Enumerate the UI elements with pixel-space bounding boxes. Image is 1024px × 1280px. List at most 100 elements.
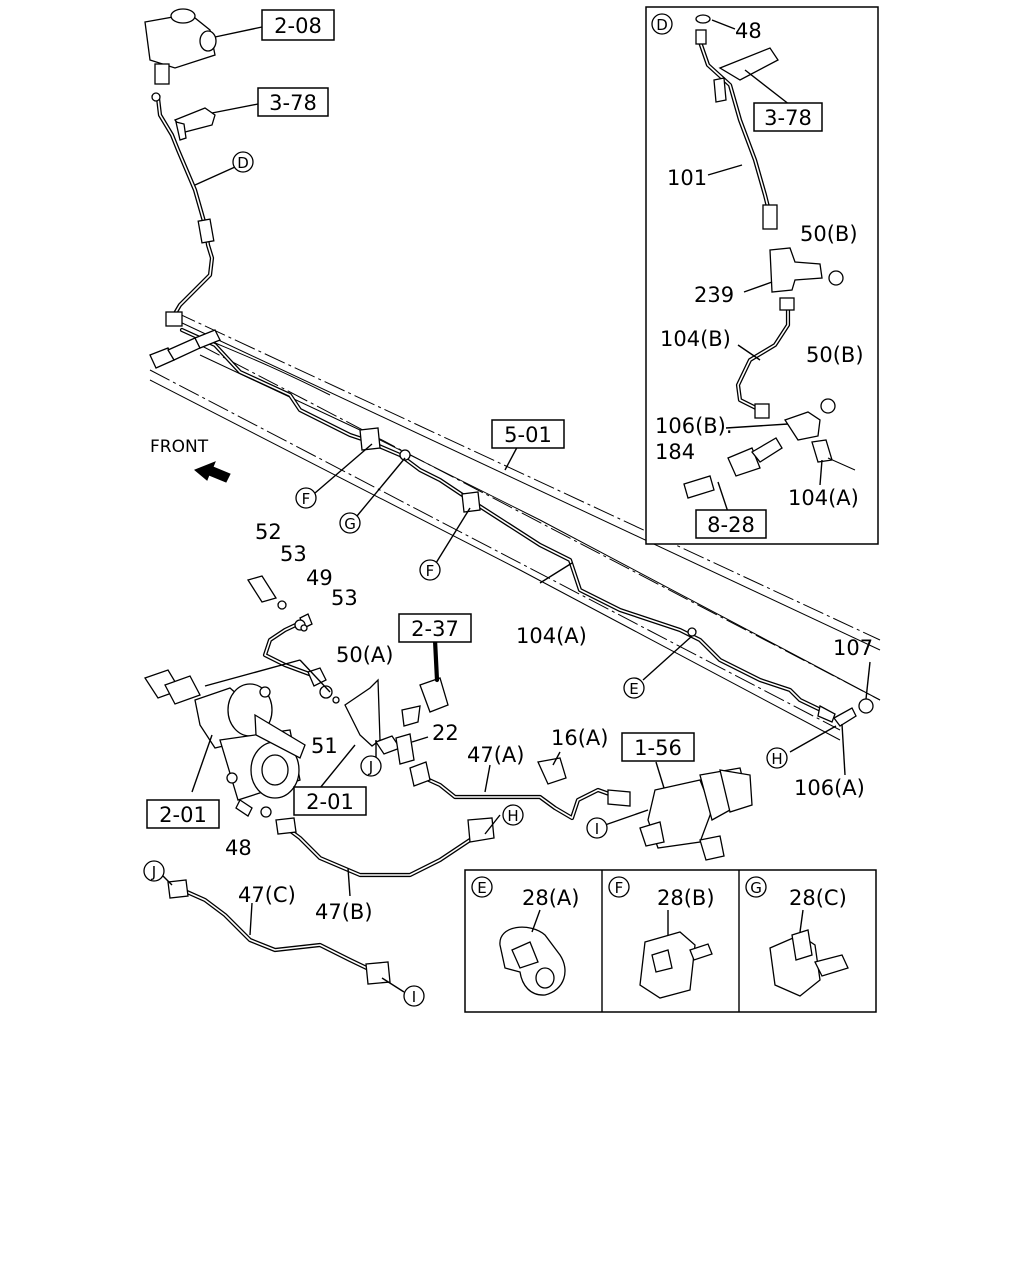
booster-feed-pipe [204,613,333,699]
pipe-47b [260,806,495,897]
callout-G1: G [339,512,361,534]
ref-box-1-56: 1-56 [621,732,695,762]
svg-text:G: G [344,515,356,533]
bracket-2-01 [332,678,401,755]
svg-text:J: J [151,863,156,881]
label-48-inset: 48 [735,19,762,43]
ref-box-2-37: 2-37 [398,613,472,643]
label-22: 22 [432,721,459,745]
label-50b-1: 50(B) [800,222,858,246]
hose-2-37 [395,637,449,765]
svg-text:3-78: 3-78 [269,91,317,115]
svg-text:J: J [368,758,373,776]
label-53b: 53 [331,586,358,610]
callout-J1: J [360,755,382,777]
label-51: 51 [311,734,338,758]
ref-box-5-01: 5-01 [491,419,565,449]
callout-J2: J [143,860,165,882]
leader-lines [162,166,837,993]
callout-H2: H [502,804,524,826]
callout-I2: I [403,985,425,1007]
callout-I1: I [586,817,608,839]
svg-text:F: F [426,562,435,580]
label-16a: 16(A) [551,726,608,750]
callout-F-box: F [608,876,630,898]
callout-F2: F [419,559,441,581]
svg-text:2-01: 2-01 [159,803,207,827]
svg-text:G: G [750,879,762,897]
svg-text:2-37: 2-37 [411,617,459,641]
pipe-clamps [359,427,697,637]
label-49: 49 [306,566,333,590]
bolt-and-washers [246,575,308,632]
upper-pipe-fittings [149,218,221,369]
svg-text:F: F [302,490,311,508]
svg-text:28(A): 28(A) [522,886,579,910]
detail-boxes: E 28(A) F 28(B) G 28(C) [464,869,877,1013]
label-53a: 53 [280,542,307,566]
callout-D-main: D [232,151,254,173]
label-104b: 104(B) [660,327,731,351]
valve-1-56 [639,761,753,861]
fitting-106a-107 [817,661,874,776]
svg-text:H: H [771,750,782,768]
label-184: 184 [655,440,695,464]
svg-text:E: E [477,879,486,897]
svg-text:28(C): 28(C) [789,886,847,910]
svg-text:D: D [656,16,668,34]
callout-D-inset: D [651,13,673,35]
label-50b-2: 50(B) [806,343,864,367]
svg-text:I: I [595,820,599,838]
svg-text:H: H [507,807,518,825]
svg-text:5-01: 5-01 [504,423,552,447]
front-arrow-icon [194,461,231,483]
callout-E-box: E [471,876,493,898]
label-47a: 47(A) [467,743,524,767]
bracket-3-78-top [151,92,259,141]
label-104a-inset: 104(A) [788,486,859,510]
callout-H1: H [766,747,788,769]
detail-E: E 28(A) [471,876,579,996]
ref-box-2-01-mid: 2-01 [293,786,367,816]
callout-G-box: G [745,876,767,898]
pipe-47a [409,757,631,821]
label-101: 101 [667,166,707,190]
svg-text:I: I [412,988,416,1006]
svg-text:8-28: 8-28 [707,513,755,537]
label-106a: 106(A) [794,776,865,800]
svg-text:2-01: 2-01 [306,790,354,814]
svg-text:2-08: 2-08 [274,14,322,38]
callout-F1: F [295,487,317,509]
callout-E1: E [623,677,645,699]
label-104a-main: 104(A) [516,624,587,648]
svg-text:1-56: 1-56 [634,736,682,760]
svg-text:3-78: 3-78 [764,106,812,130]
label-48-main: 48 [225,836,252,860]
master-cylinder-reservoir [144,8,263,85]
svg-text:D: D [237,154,249,172]
front-label: FRONT [150,437,209,457]
inset-d: D [645,6,879,545]
svg-text:E: E [629,680,638,698]
ref-box-3-78-inset: 3-78 [753,102,823,132]
label-47c: 47(C) [238,883,296,907]
label-52: 52 [255,520,282,544]
svg-text:28(B): 28(B) [657,886,715,910]
detail-F: F 28(B) [608,876,715,999]
ref-box-3-78-top: 3-78 [257,87,329,117]
svg-text:F: F [615,879,624,897]
front-arrow-group: FRONT [150,437,231,483]
ref-box-2-08: 2-08 [261,9,335,41]
label-106b: 106(B). [655,414,733,438]
callouts-main: D F G F E H J H I J I [143,151,788,1007]
ref-box-2-01-left: 2-01 [146,799,220,829]
clutch-booster-assembly [144,669,306,817]
label-50a: 50(A) [336,643,393,667]
ref-box-8-28: 8-28 [695,509,767,539]
label-107: 107 [833,636,873,660]
part-labels-main: 52 53 49 53 50(A) 51 22 47(A) 16(A) 104(… [225,520,873,924]
detail-G: G 28(C) [745,876,849,997]
pipe-104a-main [179,327,828,715]
label-47b: 47(B) [315,900,373,924]
